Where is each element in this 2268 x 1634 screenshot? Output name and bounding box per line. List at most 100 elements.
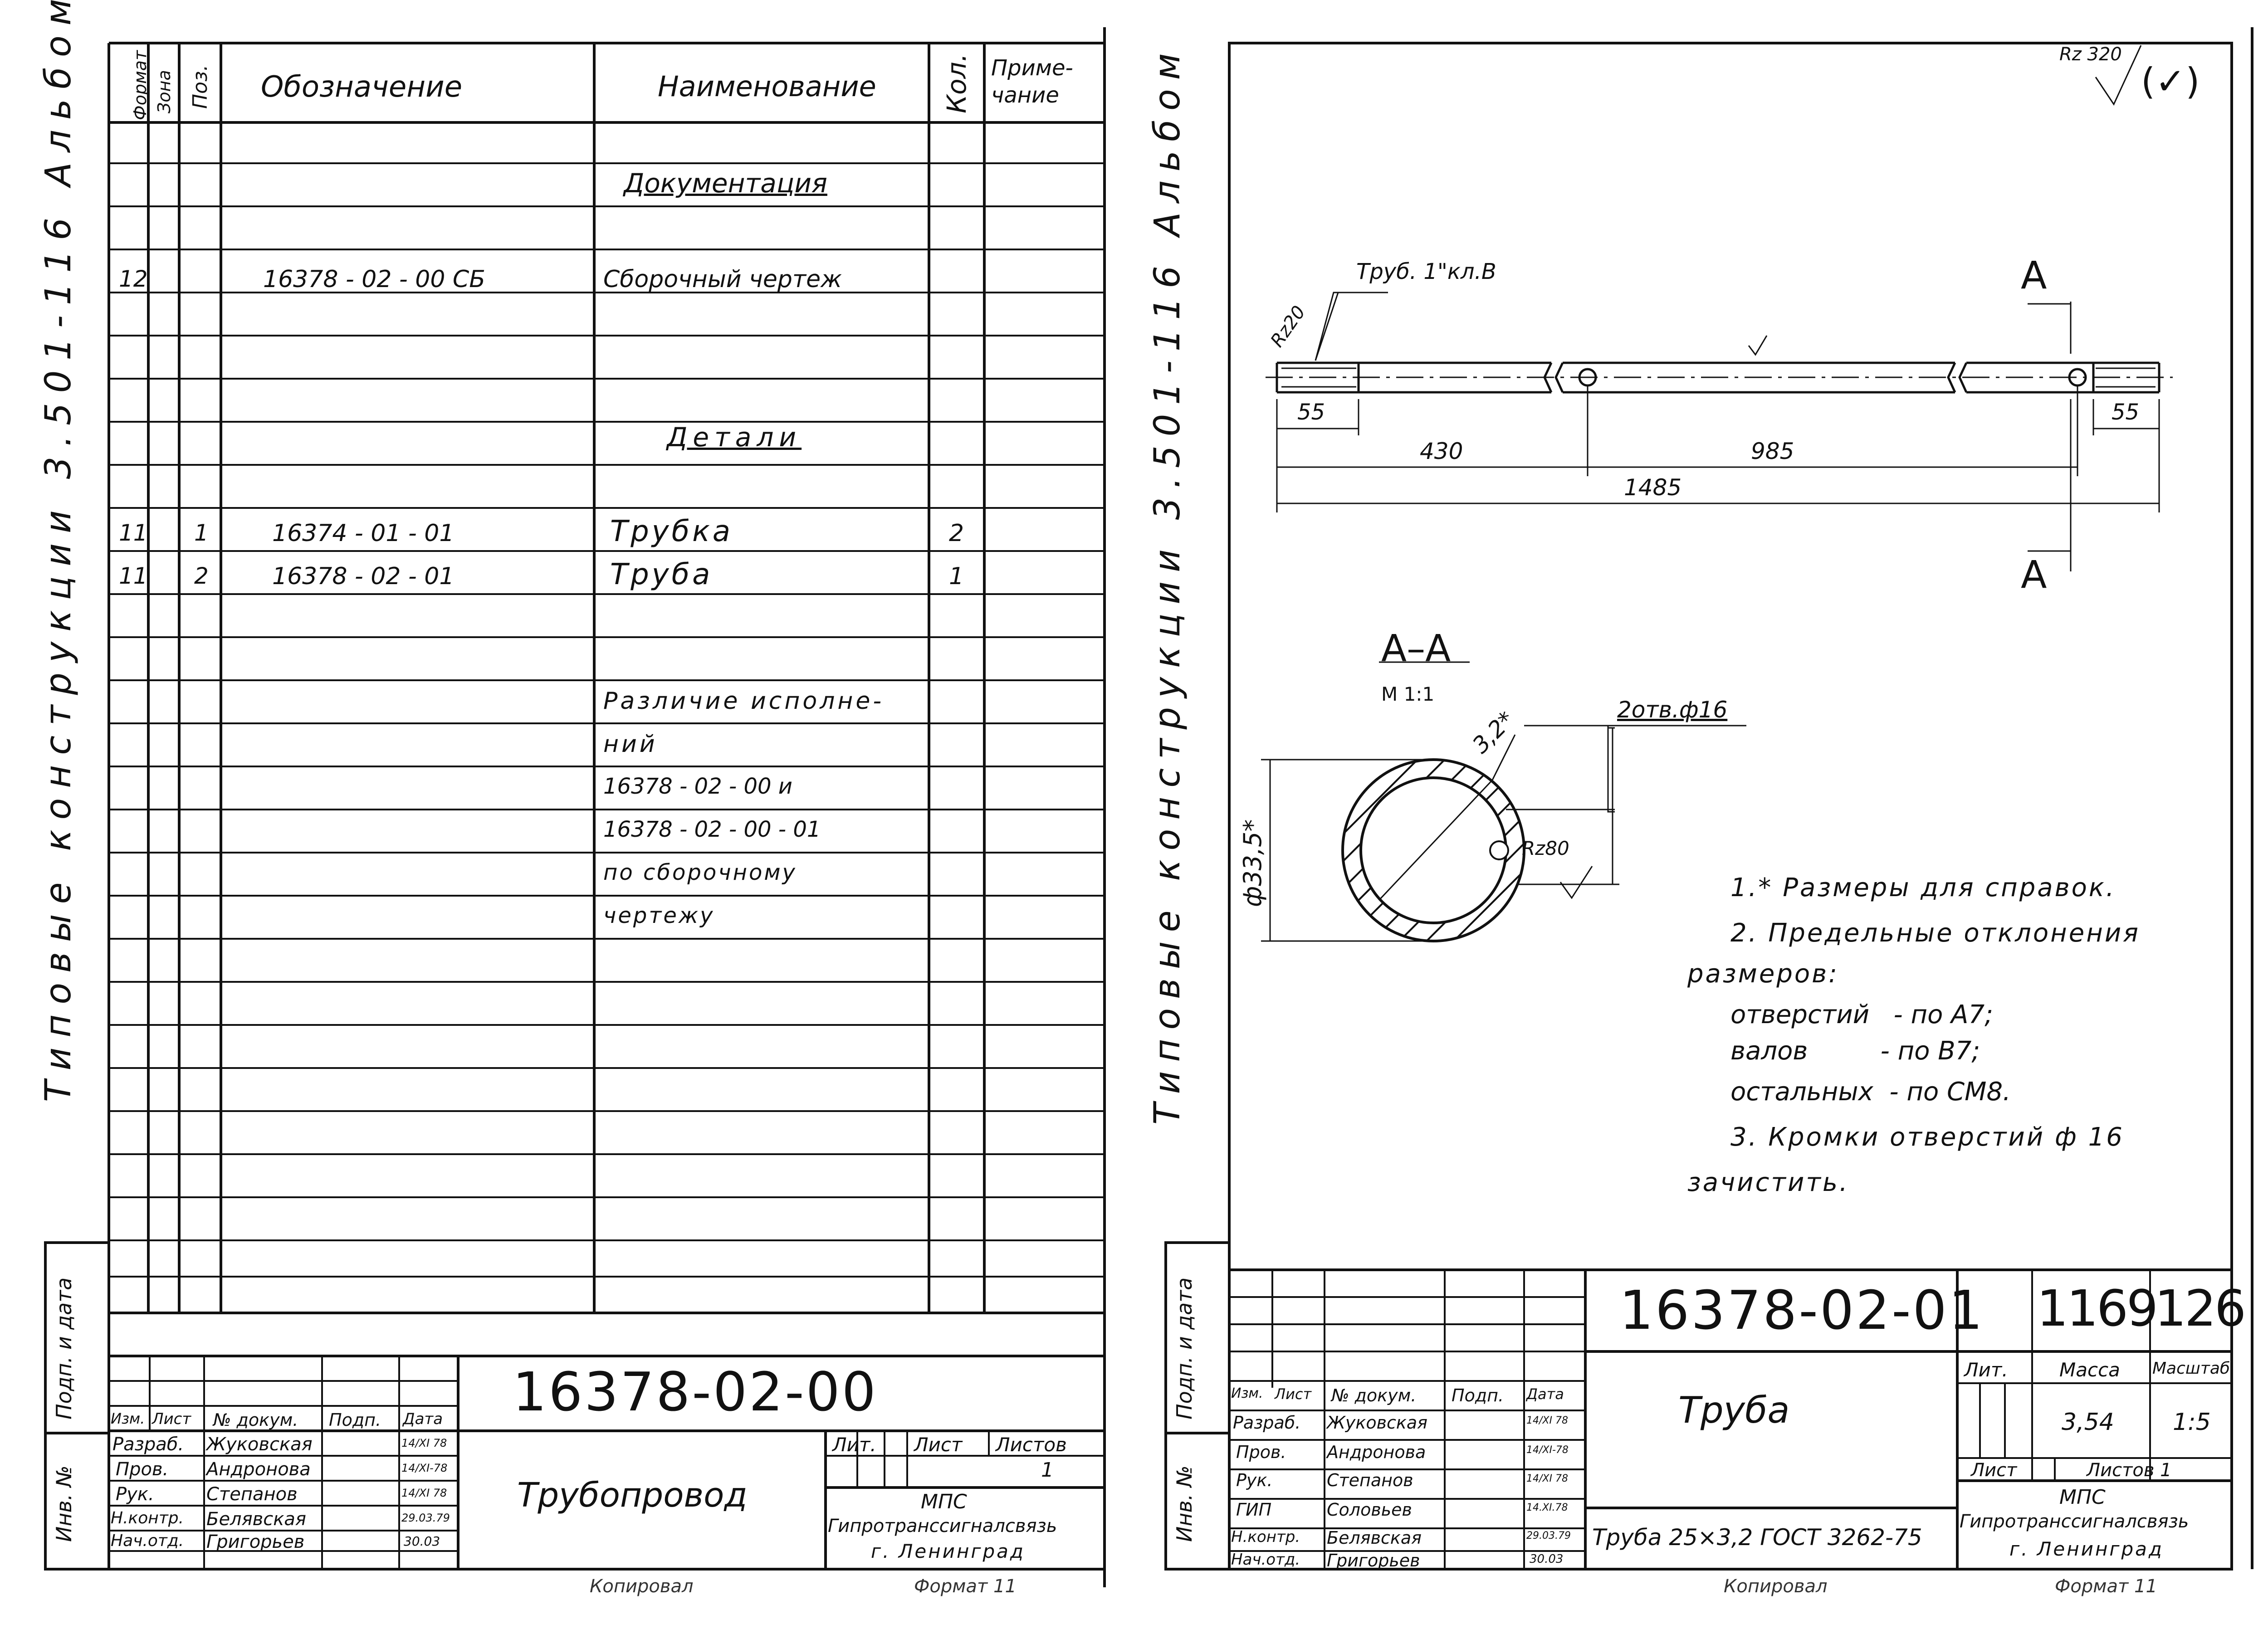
section-title: А–А (1381, 627, 1451, 670)
row-designation: 16374 - 01 - 01 (272, 520, 455, 547)
header-zone: Зона (154, 70, 174, 113)
pipe-label: Труб. 1"кл.В (1356, 259, 1496, 284)
role-name: Жуковская (206, 1434, 313, 1455)
note-line: остальных - по СМ8. (1730, 1077, 2011, 1107)
role-name: Белявская (1327, 1528, 1422, 1548)
notes-line: по сборочному (603, 860, 797, 885)
header-note: Приме-чание (991, 55, 1073, 108)
col-date: Дата (403, 1410, 443, 1428)
col-list: Лист (1275, 1385, 1312, 1403)
dim-430: 430 (1420, 438, 1463, 464)
sheets-label: Листов 1 (2087, 1460, 2172, 1481)
stamp-inv-no-label: Инв. № (1172, 1465, 1197, 1542)
stamp-inv-no-label: Инв. № (52, 1465, 76, 1542)
notes-line: ний (603, 731, 658, 758)
role: ГИП (1236, 1500, 1272, 1520)
role: Н.контр. (1231, 1528, 1300, 1546)
roughness-bracket: (✓) (2141, 60, 2200, 102)
role-name: Андронова (206, 1459, 311, 1480)
dim-985: 985 (1751, 438, 1794, 464)
check-icon: ✓ (2155, 60, 2186, 102)
dim-diameter: ф33,5* (1238, 819, 1267, 907)
col-izm: Изм. (1231, 1385, 1263, 1401)
row-designation: 16378 - 02 - 00 СБ (263, 266, 485, 293)
left-side-label: Типовые конструкции 3.501-116 Альбом (38, 0, 79, 1102)
row-pos: 1 (194, 520, 209, 546)
row-name: Трубка (610, 515, 733, 548)
row-name: Сборочный чертеж (603, 266, 842, 293)
mass-value: 3,54 (2062, 1409, 2114, 1436)
row-qty: 1 (949, 563, 964, 590)
role-date: 29.03.79 (1526, 1530, 1571, 1541)
dim-55-right: 55 (2112, 400, 2140, 425)
doc-title: Трубопровод (517, 1476, 748, 1515)
org-line-3: г. Ленинград (2009, 1538, 2164, 1560)
col-sign: Подп. (1452, 1385, 1504, 1405)
role-date: 14/XI-78 (401, 1462, 448, 1474)
role: Пров. (1236, 1442, 1286, 1462)
org-line-2: Гипротранссигналсвязь (1960, 1511, 2189, 1532)
sheets-value: 1 (1041, 1458, 1054, 1482)
role-date: 14/XI 78 (401, 1487, 447, 1499)
section-letter-bottom: А (2021, 552, 2047, 597)
col-sign: Подп. (329, 1410, 381, 1430)
material-spec: Труба 25×3,2 ГОСТ 3262-75 (1592, 1524, 1922, 1551)
row-qty: 2 (949, 520, 964, 547)
role-date: 14/XI 78 (1526, 1473, 1568, 1484)
lit-label: Лит. (1964, 1359, 2008, 1381)
copied-label: Копировал (590, 1576, 694, 1597)
role-name: Жуковская (1327, 1413, 1428, 1433)
role: Н.контр. (111, 1509, 184, 1527)
notes-line: 16378 - 02 - 00 и (603, 774, 792, 799)
col-doc-no: № докум. (1331, 1385, 1417, 1405)
doc-number: 16378-02-00 (513, 1361, 878, 1423)
dim-holes: 2отв.ф16 (1617, 697, 1728, 723)
org-line-2: Гипротранссигналсвязь (828, 1516, 1057, 1536)
org-line-1: МПС (921, 1490, 967, 1513)
section-scale: М 1:1 (1381, 683, 1435, 705)
note-line: зачистить. (1687, 1168, 1849, 1197)
org-line-3: г. Ленинград (871, 1540, 1025, 1562)
sheet-label: Лист (1971, 1460, 2017, 1481)
role: Разраб. (1233, 1413, 1301, 1433)
note-line: отверстий - по А7; (1730, 1000, 1993, 1029)
dim-55-left: 55 (1297, 400, 1325, 425)
format-label: Формат 11 (2055, 1576, 2157, 1597)
col-date: Дата (1526, 1385, 1564, 1403)
notes-line: 16378 - 02 - 00 - 01 (603, 817, 821, 842)
role-name: Белявская (206, 1509, 306, 1530)
row-heading-documentation: Документация (624, 168, 827, 199)
row-designation: 16378 - 02 - 01 (272, 563, 455, 590)
right-side-label: Типовые конструкции 3.501-116 Альбом (1147, 44, 1188, 1125)
role-date: 14/XI-78 (1526, 1444, 1569, 1456)
role-date: 14.XI.78 (1526, 1502, 1568, 1513)
header-name: Наименование (658, 70, 876, 103)
code-2: 126 (2155, 1279, 2246, 1337)
lit-label: Лит. (832, 1434, 876, 1456)
role-name: Андронова (1327, 1442, 1426, 1462)
sheets-label: Листов (996, 1434, 1067, 1456)
role-name: Степанов (206, 1484, 298, 1505)
mass-label: Масса (2059, 1359, 2120, 1381)
stamp-sign-date-label: Подп. и дата (52, 1277, 76, 1419)
row-name: Труба (610, 558, 713, 591)
dim-1485: 1485 (1624, 474, 1682, 501)
role-name: Григорьев (206, 1532, 305, 1552)
note-line: 2. Предельные отклонения (1730, 918, 2140, 948)
col-izm: Изм. (111, 1410, 145, 1427)
role: Рук. (116, 1484, 154, 1505)
role: Нач.отд. (1231, 1551, 1300, 1569)
role-date: 30.03 (404, 1534, 440, 1549)
note-line: 1.* Размеры для справок. (1730, 873, 2116, 902)
notes-line: Различие исполне- (603, 688, 885, 715)
roughness-general: Rz 320 (2059, 44, 2122, 65)
role: Нач.отд. (111, 1532, 184, 1550)
header-pos: Поз. (189, 64, 212, 109)
col-list: Лист (152, 1410, 191, 1428)
doc-title: Труба (1678, 1389, 1790, 1431)
role: Пров. (116, 1459, 169, 1480)
section-letter-top: А (2021, 253, 2047, 298)
role: Рук. (1236, 1470, 1273, 1490)
role-date: 14/XI 78 (401, 1437, 447, 1449)
